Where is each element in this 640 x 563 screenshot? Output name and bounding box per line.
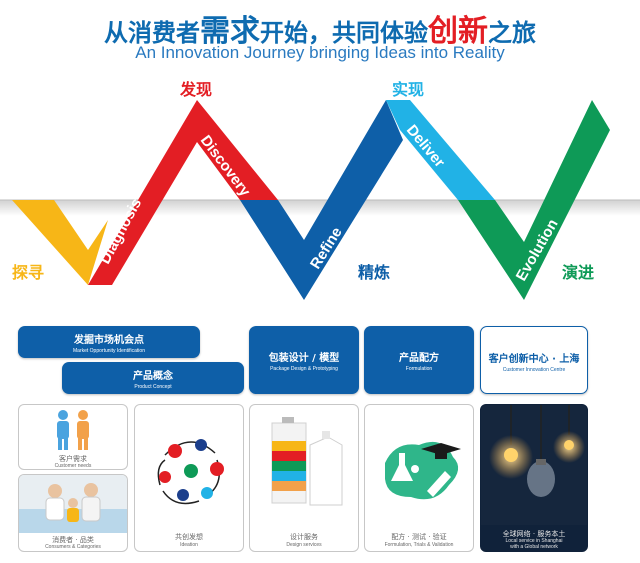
card-formulation: 配方 · 测试 · 验证 Formulation, Trials & Valid…: [364, 404, 474, 552]
segment-refine: [240, 100, 403, 300]
card-caption-cn: 全球网络 · 服务本土: [502, 530, 566, 538]
card-caption-cn: 消费者 · 品类: [52, 536, 94, 544]
card-caption-en-2: with a Global network: [510, 544, 558, 550]
card-caption-cn: 共创发想: [175, 533, 203, 541]
card-caption-cn: 配方 · 测试 · 验证: [391, 533, 447, 541]
flask-icon: [391, 453, 413, 481]
card-caption-en: Consumers & Categories: [45, 544, 101, 550]
segment-evolution: [458, 100, 610, 300]
title-accent: 创新: [428, 14, 488, 49]
stage-cn-deliver: 实现: [392, 80, 425, 99]
segment-diagnosis: [12, 200, 108, 285]
service-market-opportunity: 发掘市场机会点 Market Opportunity Identificatio…: [18, 326, 200, 358]
service-en: Customer Innovation Centre: [502, 367, 566, 373]
stage-cn-diagnosis: 探寻: [12, 263, 45, 282]
card-caption-en: Ideation: [180, 542, 198, 548]
service-cn: 客户创新中心 · 上海: [488, 354, 580, 365]
pencil-icon: [427, 471, 451, 497]
card-ideation: 共创发想 Ideation: [134, 404, 244, 552]
service-formulation: 产品配方 Formulation: [364, 326, 474, 394]
stage-cn-discovery: 发现: [180, 80, 213, 99]
lab-icons: [385, 441, 461, 500]
graduation-cap-icon: [421, 443, 461, 455]
innovation-wave: Diagnosis Discovery Refine Deliver Evolu…: [0, 100, 640, 300]
family-photo: [19, 475, 127, 533]
card-caption-en: Design services: [286, 542, 322, 548]
service-package-design: 包装设计 / 模型 Package Design & Prototyping: [249, 326, 359, 394]
card-caption-cn: 客户需求: [59, 455, 87, 463]
atom-icon: [411, 465, 419, 473]
segment-discovery: [88, 100, 278, 285]
package-prototypes: [271, 417, 343, 506]
stage-cn-refine: 精炼: [358, 263, 391, 282]
stage-cn-evolution: 演进: [562, 263, 595, 282]
service-innovation-centre: 客户创新中心 · 上海 Customer Innovation Centre: [480, 326, 588, 394]
card-caption-en-1: Local service in Shanghai: [505, 538, 563, 544]
light-bulbs-photo: [481, 405, 587, 525]
card-consumers: 消费者 · 品类 Consumers & Categories: [18, 474, 128, 552]
card-caption-cn: 设计服务: [290, 533, 318, 541]
ideation-diagram: [157, 439, 224, 505]
service-product-concept: 产品概念 Product Concept: [62, 362, 244, 394]
page-subtitle: An Innovation Journey bringing Ideas int…: [135, 43, 505, 62]
people-icon: [57, 410, 89, 450]
card-caption-en: Customer needs: [54, 463, 92, 469]
service-cn: 产品配方: [399, 353, 439, 364]
card-caption-en: Formulation, Trials & Validation: [384, 542, 454, 548]
service-en: Product Concept: [134, 384, 172, 390]
card-local-service: 全球网络 · 服务本土 Local service in Shanghai wi…: [480, 404, 588, 552]
title-part-3: 之旅: [488, 19, 536, 47]
service-en: Package Design & Prototyping: [270, 366, 338, 372]
service-cn: 产品概念: [133, 371, 173, 382]
title-part-1: 从消费者: [104, 19, 200, 47]
service-cn: 发掘市场机会点: [74, 335, 144, 346]
service-cn: 包装设计 / 模型: [268, 353, 340, 364]
title-part-2: 开始，共同体验: [260, 19, 428, 47]
title-emphasis: 需求: [200, 14, 260, 49]
service-en: Formulation: [405, 366, 433, 372]
card-customer-needs: 客户需求 Customer needs: [18, 404, 128, 470]
segment-deliver: [386, 100, 495, 200]
service-en: Market Opportunity Identification: [73, 348, 145, 354]
page-title: 从消费者需求开始，共同体验创新之旅: [0, 6, 640, 50]
card-design-services: 设计服务 Design services: [249, 404, 359, 552]
